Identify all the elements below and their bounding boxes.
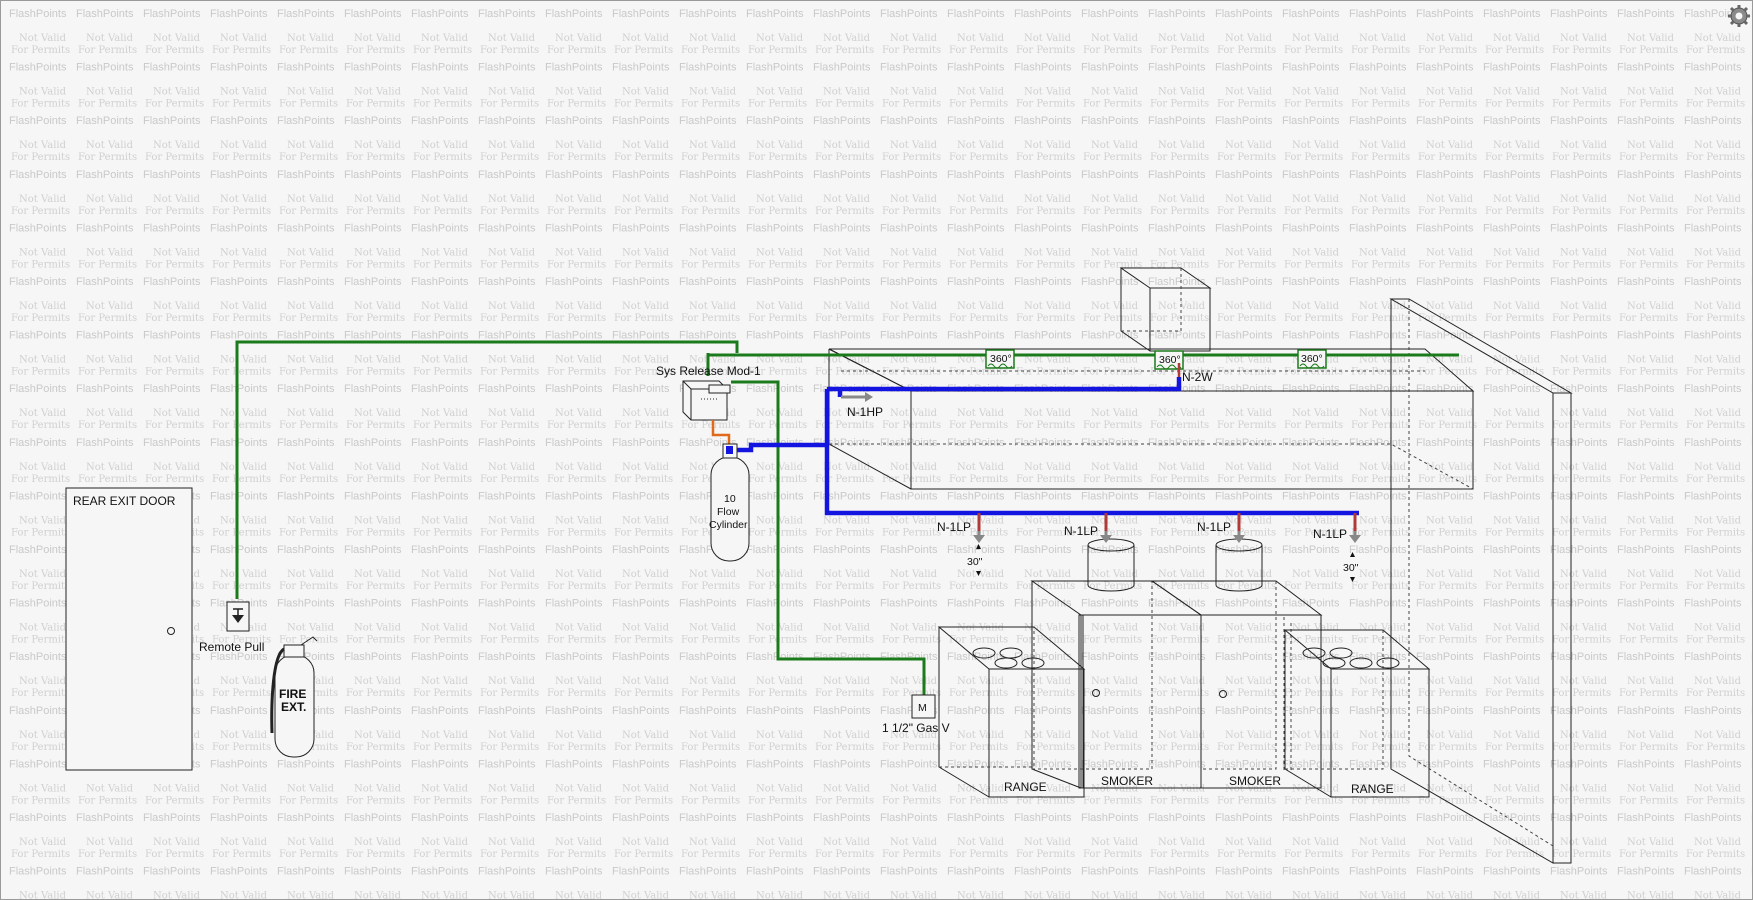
fire-extinguisher[interactable]: FIRE EXT.	[270, 636, 318, 758]
rear-exit-door-label: REAR EXIT DOOR	[73, 494, 176, 508]
release-hose	[711, 420, 731, 449]
fire-ext-label-1: FIRE	[279, 687, 306, 701]
cylinder-label-1: 10	[724, 493, 736, 505]
nozzle-n1lp-2-label: N-1LP	[1064, 524, 1098, 538]
height-dimension-left: 30"	[967, 544, 983, 576]
agent-cylinder[interactable]: 10 Flow Cylinder	[709, 443, 750, 562]
nozzle-n2w-label: N-2W	[1182, 370, 1213, 384]
nozzle-n1lp-1-label: N-1LP	[937, 520, 971, 534]
range-right-label: RANGE	[1351, 782, 1394, 796]
rear-exit-door[interactable]: REAR EXIT DOOR	[65, 487, 193, 771]
gas-valve-symbol: M	[918, 702, 927, 714]
range-left[interactable]: RANGE	[937, 626, 1086, 798]
nozzle-n1lp-4-label: N-1LP	[1313, 527, 1347, 541]
cylinder-label-2: Flow	[717, 506, 740, 518]
range-right[interactable]: RANGE	[1283, 629, 1431, 798]
smoker-2[interactable]: SMOKER	[1150, 580, 1323, 789]
fire-ext-label-2: EXT.	[281, 700, 306, 714]
height-dimension-right: 30"	[1343, 552, 1359, 582]
heat-detector-2-label: 360°	[1159, 354, 1181, 366]
height-dim-right-label: 30"	[1343, 562, 1359, 574]
heat-detector-1[interactable]: 360°	[985, 349, 1015, 369]
heat-detector-2[interactable]: 360°	[1154, 350, 1184, 370]
nozzle-n1lp-3-label: N-1LP	[1197, 520, 1231, 534]
gear-icon[interactable]	[1726, 3, 1752, 29]
heat-detector-3[interactable]: 360°	[1297, 349, 1327, 369]
detection-line[interactable]	[235, 340, 1459, 696]
remote-pull-station[interactable]: Remote Pull	[199, 601, 264, 654]
heat-detector-1-label: 360°	[990, 353, 1012, 365]
range-left-label: RANGE	[1004, 780, 1047, 794]
gas-shutoff-valve[interactable]: M 1 1/2" Gas V	[882, 694, 950, 735]
smoker-drum-1	[1087, 538, 1135, 592]
smoker-1[interactable]: SMOKER	[1030, 580, 1203, 789]
nozzle-n1lp-4[interactable]: N-1LP	[1313, 513, 1361, 543]
sys-release-label: Sys Release Mod-1	[656, 364, 761, 378]
nozzle-n1lp-3[interactable]: N-1LP	[1197, 513, 1245, 543]
nozzle-n1lp-2[interactable]: N-1LP	[1064, 513, 1112, 543]
height-dim-left-label: 30"	[967, 556, 983, 568]
smoker-1-label: SMOKER	[1101, 774, 1153, 788]
door-knob-icon	[167, 627, 175, 635]
smoker-drum-2	[1215, 538, 1263, 592]
system-release-module[interactable]: Sys Release Mod-1	[656, 364, 761, 421]
nozzle-n1hp-label: N-1HP	[847, 405, 883, 419]
smoker-2-label: SMOKER	[1229, 774, 1281, 788]
remote-pull-label: Remote Pull	[199, 640, 264, 654]
arrow-down-icon	[232, 608, 244, 623]
nozzle-n2w[interactable]: N-2W	[1177, 363, 1213, 384]
cylinder-label-3: Cylinder	[709, 519, 748, 531]
agent-piping[interactable]	[737, 377, 1359, 516]
exhaust-duct[interactable]	[1119, 267, 1212, 352]
gas-valve-label: 1 1/2" Gas V	[882, 721, 950, 735]
nozzle-n1hp[interactable]: N-1HP	[841, 392, 883, 419]
exhaust-hood[interactable]	[828, 348, 1475, 490]
heat-detector-3-label: 360°	[1301, 353, 1323, 365]
back-wall	[1389, 298, 1573, 864]
nozzle-n1lp-1[interactable]: N-1LP	[937, 513, 985, 543]
